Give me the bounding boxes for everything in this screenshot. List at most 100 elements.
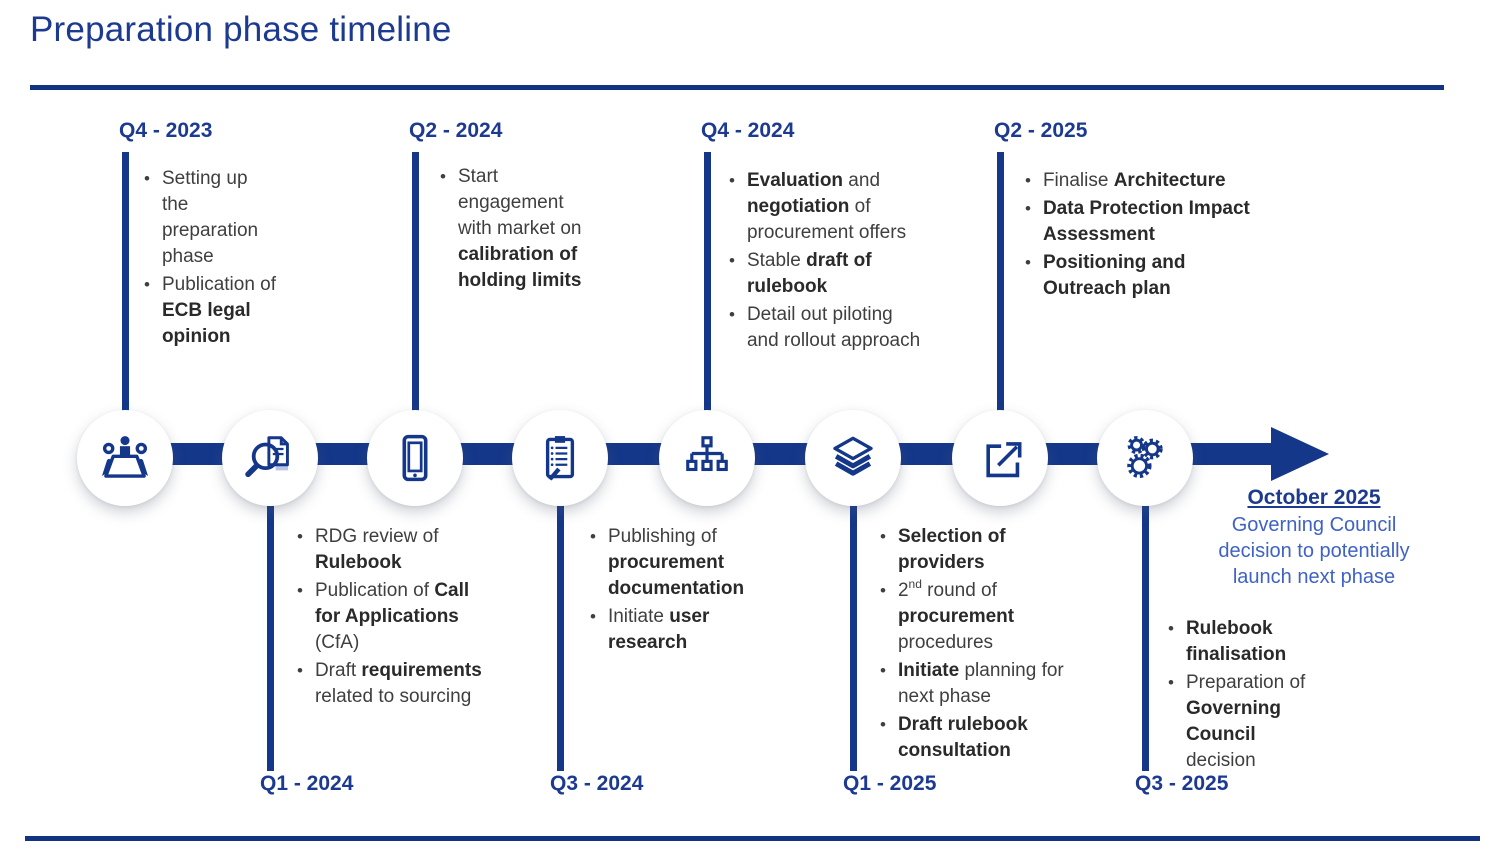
bullet-marker: • xyxy=(590,527,596,546)
milestone-date-label: Q1 - 2024 xyxy=(260,772,354,795)
bullet-item: • Selection of providers xyxy=(880,524,1080,576)
milestone-node xyxy=(1097,410,1193,506)
milestone-date-label: Q3 - 2025 xyxy=(1135,772,1229,795)
bullet-item: • 2nd round of procurement procedures xyxy=(880,578,1080,656)
document-search-icon xyxy=(243,431,297,485)
external-link-icon xyxy=(973,431,1027,485)
bullet-text: Start engagement with market on calibrat… xyxy=(457,166,582,291)
milestone-date-label: Q4 - 2024 xyxy=(701,119,795,142)
bullet-text: Data Protection Impact Assessment xyxy=(1042,198,1250,245)
bullet-marker: • xyxy=(880,581,886,600)
layers-icon xyxy=(826,431,880,485)
bottom-divider xyxy=(25,836,1480,841)
smartphone-icon xyxy=(388,431,442,485)
timeline-arrowhead-icon xyxy=(1271,427,1329,481)
bullet-text: Publication of ECB legal opinion xyxy=(161,274,277,347)
milestone-node xyxy=(77,410,173,506)
connector-line xyxy=(267,505,274,771)
bullet-item: •Publication of Call for Applications (C… xyxy=(297,578,487,656)
milestone-bullets: • Start engagement with market on calibra… xyxy=(440,164,595,296)
top-divider xyxy=(30,85,1444,90)
bullet-marker: • xyxy=(880,715,886,734)
connector-line xyxy=(122,152,129,412)
clipboard-icon xyxy=(533,431,587,485)
milestone-bullets: • Publishing of procurement documentation… xyxy=(590,524,775,658)
bullet-item: • RDG review of Rulebook xyxy=(297,524,487,576)
meeting-icon xyxy=(98,431,152,485)
bullet-text: Publication of Call for Applications (Cf… xyxy=(314,580,470,653)
bullet-marker: • xyxy=(880,661,886,680)
bullet-item: • Draft requirements related to sourcing xyxy=(297,658,487,710)
bullet-item: •Stable draft of rulebook xyxy=(729,248,925,300)
bullet-marker: • xyxy=(297,661,303,680)
milestone-date-label: Q3 - 2024 xyxy=(550,772,644,795)
milestone-node xyxy=(805,410,901,506)
page-title: Preparation phase timeline xyxy=(30,10,452,49)
bullet-item: •Preparation of Governing Council decisi… xyxy=(1168,670,1328,774)
bullet-text: Initiate planning for next phase xyxy=(897,660,1064,707)
bullet-marker: • xyxy=(144,275,150,294)
bullet-text: RDG review of Rulebook xyxy=(314,526,439,573)
connector-line xyxy=(704,152,711,412)
milestone-bullets: • Setting up the preparation phase • Public… xyxy=(144,166,279,352)
bullet-item: • Publishing of procurement documentation xyxy=(590,524,775,602)
bullet-marker: • xyxy=(440,167,446,186)
bullet-text: Draft rulebook consultation xyxy=(897,714,1028,761)
bullet-text: Initiate user research xyxy=(607,606,710,653)
bullet-item: • Publication of ECB legal opinion xyxy=(144,272,279,350)
bullet-marker: • xyxy=(1025,171,1031,190)
bullet-text: Evaluation and negotiation of procuremen… xyxy=(746,170,907,243)
connector-line xyxy=(997,152,1004,412)
bullet-marker: • xyxy=(1025,199,1031,218)
bullet-text: Rulebook finalisation xyxy=(1185,618,1287,665)
bullet-item: •Positioning and Outreach plan xyxy=(1025,250,1255,302)
connector-line xyxy=(412,152,419,412)
bullet-marker: • xyxy=(729,171,735,190)
milestone-bullets: • Selection of providers • 2nd round of pro… xyxy=(880,524,1080,766)
bullet-marker: • xyxy=(729,305,735,324)
bullet-item: • Start engagement with market on calibra… xyxy=(440,164,595,294)
milestone-bullets: • Rulebook finalisation •Preparation of Go… xyxy=(1168,616,1328,776)
milestone-node xyxy=(952,410,1048,506)
connector-line xyxy=(557,505,564,771)
bullet-text: Detail out piloting and rollout approach xyxy=(746,304,921,351)
bullet-item: • Initiate planning for next phase xyxy=(880,658,1080,710)
milestone-node xyxy=(659,410,755,506)
endnote-line: launch next phase xyxy=(1232,566,1396,588)
milestone-bullets: •Finalise Architecture•Data Protection I… xyxy=(1025,168,1255,304)
bullet-marker: • xyxy=(1168,673,1174,692)
milestone-date-label: Q2 - 2025 xyxy=(994,119,1088,142)
milestone-date-label: Q2 - 2024 xyxy=(409,119,503,142)
milestone-date-label: Q4 - 2023 xyxy=(119,119,213,142)
milestone-bullets: • Evaluation and negotiation of procureme… xyxy=(729,168,925,356)
bullet-text: Selection of providers xyxy=(897,526,1006,573)
bullet-item: • Setting up the preparation phase xyxy=(144,166,279,270)
bullet-item: • Initiate user research xyxy=(590,604,775,656)
milestone-node xyxy=(222,410,318,506)
bullet-text: Positioning and Outreach plan xyxy=(1042,252,1186,299)
bullet-item: • Draft rulebook consultation xyxy=(880,712,1080,764)
bullet-item: • Rulebook finalisation xyxy=(1168,616,1328,668)
bullet-text: 2nd round of procurement procedures xyxy=(897,576,1015,653)
bullet-marker: • xyxy=(297,527,303,546)
bullet-text: Stable draft of rulebook xyxy=(746,250,872,297)
bullet-marker: • xyxy=(590,607,596,626)
gears-icon xyxy=(1118,431,1172,485)
bullet-item: • Detail out piloting and rollout approac… xyxy=(729,302,925,354)
bullet-item: •Finalise Architecture xyxy=(1025,168,1255,194)
bullet-item: • Evaluation and negotiation of procureme… xyxy=(729,168,925,246)
bullet-marker: • xyxy=(144,169,150,188)
bullet-item: • Data Protection Impact Assessment xyxy=(1025,196,1255,248)
bullet-text: Draft requirements related to sourcing xyxy=(314,660,482,707)
endnote-line: decision to potentially xyxy=(1218,540,1410,562)
endnote-date: October 2025 xyxy=(1247,486,1381,509)
milestone-node xyxy=(512,410,608,506)
bullet-marker: • xyxy=(880,527,886,546)
connector-line xyxy=(1142,505,1149,771)
bullet-text: Setting up the preparation phase xyxy=(161,168,259,267)
bullet-marker: • xyxy=(1168,619,1174,638)
bullet-text: Publishing of procurement documentation xyxy=(607,526,745,599)
